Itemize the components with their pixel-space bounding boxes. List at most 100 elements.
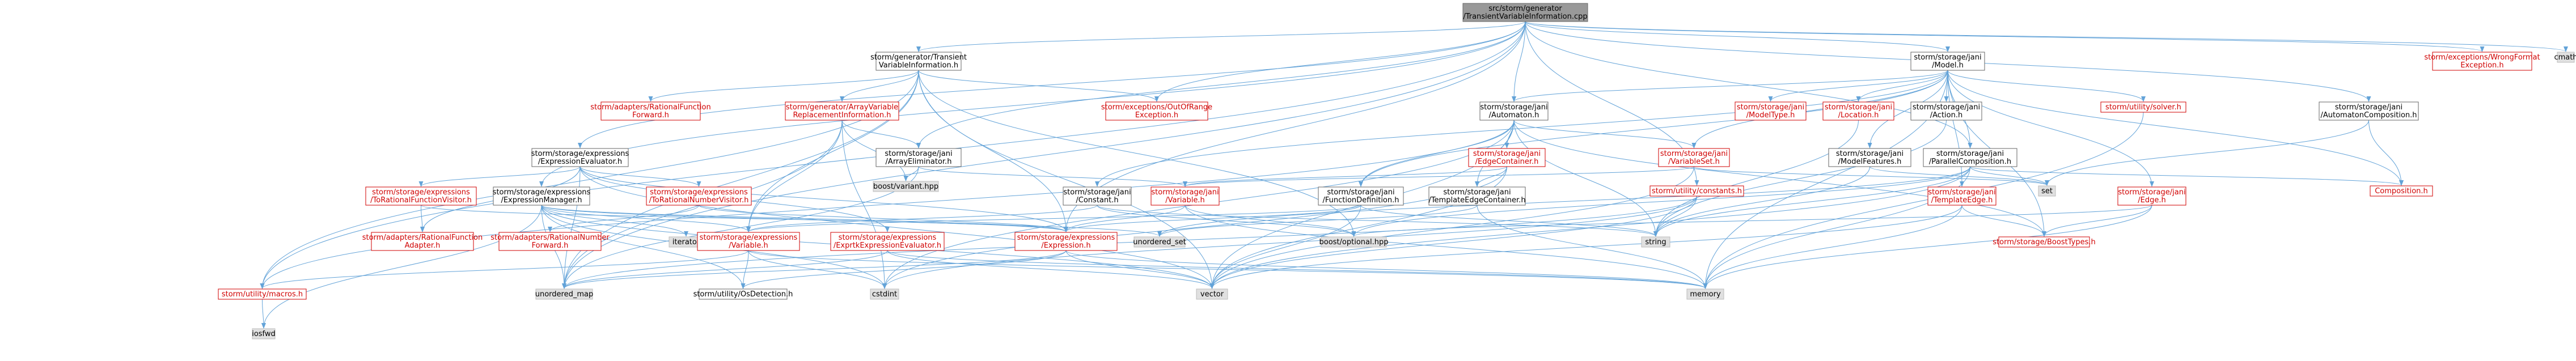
node-rfv[interactable]: storm/storage/expressions/ToRationalFunc… — [365, 186, 477, 206]
edge-func_def-to-string — [1360, 205, 1658, 237]
node-box — [1998, 236, 2090, 248]
node-exprtoeval[interactable]: storm/storage/expressions/ExprtkExpressi… — [830, 232, 945, 251]
node-label: Composition.h — [2375, 187, 2428, 196]
edge-jani_model-to-model_features — [1867, 70, 1948, 148]
node-label: /ExpressionEvaluator.h — [538, 158, 622, 166]
node-box — [498, 232, 602, 251]
node-label: storm/storage/jani — [1473, 150, 1541, 158]
node-template-edge-container[interactable]: storm/storage/jani/TemplateEdgeContainer… — [1428, 186, 1526, 206]
node-expression[interactable]: storm/storage/expressions/Expression.h — [1014, 232, 1118, 251]
node-box — [1468, 148, 1546, 167]
node-box — [1735, 101, 1807, 121]
edge-automaton_comp-to-set — [2045, 120, 2369, 186]
node-composition[interactable]: Composition.h — [2370, 185, 2433, 197]
node-root[interactable]: src/storm/generator/TransientVariableInf… — [1462, 3, 1588, 22]
edge-template_edge-to-memory — [1703, 205, 1962, 289]
edge-expression-to-unordered_map — [562, 250, 1067, 289]
node-constants[interactable]: storm/utility/constants.h — [1649, 185, 1744, 197]
node-label: /ToRationalNumberVisitor.h — [649, 196, 749, 205]
edge-exprtoeval-to-vector — [887, 250, 1215, 289]
edge-template_edge-to-boost_types — [1961, 205, 2046, 237]
node-boost-types[interactable]: storm/storage/BoostTypes.h — [1993, 236, 2096, 248]
node-box — [646, 186, 752, 206]
node-box — [830, 232, 945, 251]
node-avr-info[interactable]: storm/generator/ArrayVariableReplacement… — [785, 101, 899, 121]
edge-constants-to-string — [1653, 196, 1697, 237]
edge-jani_edge-to-boost_types — [2042, 205, 2152, 237]
node-iosfwd: iosfwd — [252, 328, 276, 339]
edge-jani_variable-to-boost_optional — [1185, 205, 1356, 237]
node-box — [1658, 148, 1730, 167]
node-jani-constant[interactable]: storm/storage/jani/Constant.h — [1063, 186, 1132, 206]
node-rnv[interactable]: storm/storage/expressions/ToRationalNumb… — [646, 186, 752, 206]
node-label: cstdint — [872, 290, 897, 299]
node-macros[interactable]: storm/utility/macros.h — [218, 288, 307, 300]
node-box — [2319, 101, 2419, 121]
node-model-features[interactable]: storm/storage/jani/ModelFeatures.h — [1828, 148, 1911, 167]
edge-automaton-to-macros — [260, 120, 1515, 289]
node-label: storm/storage/jani — [1936, 150, 2004, 158]
edge-expression-to-os_detection — [741, 250, 1067, 289]
node-box — [365, 186, 477, 206]
edge-jani_model-to-jani_constant — [1095, 70, 1948, 187]
node-box — [493, 186, 590, 206]
node-template-edge[interactable]: storm/storage/jani/TemplateEdge.h — [1927, 186, 1996, 206]
node-automaton-comp[interactable]: storm/storage/jani/AutomatonComposition.… — [2319, 101, 2419, 121]
edge-template_edge-to-vector — [1209, 205, 1962, 289]
edge-constants-to-vector — [1209, 196, 1697, 289]
node-expr-variable[interactable]: storm/storage/expressions/Variable.h — [697, 232, 800, 251]
edge-expr_manager-to-iterator — [541, 205, 688, 237]
edge-expression-to-vector — [1065, 250, 1215, 289]
edge-jani_model-to-automaton — [1512, 70, 1948, 102]
edge-parallel_comp-to-unordered_set — [1157, 166, 1970, 237]
node-array-elim[interactable]: storm/storage/jani/ArrayEliminator.h — [875, 148, 962, 167]
edge-jani_model-to-modeltype — [1768, 70, 1948, 102]
edge-avr_info-to-cstdint — [841, 120, 887, 289]
edge-expr_variable-to-macros — [260, 250, 749, 289]
node-box — [1133, 236, 1186, 248]
node-tvi-h[interactable]: storm/generator/TransientVariableInforma… — [870, 52, 967, 71]
node-expr-eval[interactable]: storm/storage/expressions/ExpressionEval… — [531, 148, 629, 167]
node-label: boost/variant.hpp — [873, 182, 938, 191]
node-action[interactable]: storm/storage/jani/Action.h — [1910, 101, 1982, 121]
node-label: /ArrayEliminator.h — [886, 158, 952, 166]
node-modeltype[interactable]: storm/storage/jani/ModelType.h — [1735, 101, 1807, 121]
node-box — [697, 232, 800, 251]
edge-model_features-to-set — [1869, 166, 2049, 186]
node-jani-model[interactable]: storm/storage/jani/Model.h — [1910, 52, 1985, 71]
node-label: Adapter.h — [405, 241, 441, 250]
node-box — [2038, 185, 2056, 197]
node-parallel-comp[interactable]: storm/storage/jani/ParallelComposition.h — [1923, 148, 2017, 167]
node-func-def[interactable]: storm/storage/jani/FunctionDefinition.h — [1318, 186, 1404, 206]
node-label: iosfwd — [252, 330, 276, 338]
edge-jani_edge-to-memory — [1703, 205, 2152, 289]
node-automaton[interactable]: storm/storage/jani/Automaton.h — [1479, 101, 1549, 121]
node-box — [870, 288, 899, 300]
edge-automaton-to-boost_types — [1513, 120, 2046, 237]
node-box — [1150, 186, 1220, 206]
node-location[interactable]: storm/storage/jani/Location.h — [1822, 101, 1894, 121]
node-solver[interactable]: storm/utility/solver.h — [2100, 101, 2186, 113]
node-box — [2557, 52, 2575, 63]
edge-tvi_h-to-expr_variable — [746, 70, 919, 232]
node-label: storm/storage/expressions — [531, 150, 629, 158]
node-label: /ExpressionManager.h — [501, 196, 582, 205]
node-label: storm/utility/OsDetection.h — [693, 290, 793, 299]
edge-tvi_h-to-adapters_rf_fwd — [648, 70, 919, 102]
node-label: storm/storage/jani — [2118, 188, 2185, 197]
node-label: iterator — [672, 238, 700, 247]
node-label: storm/storage/jani — [1913, 103, 1980, 112]
node-jani-variable[interactable]: storm/storage/jani/Variable.h — [1150, 186, 1220, 206]
node-label: /TemplateEdge.h — [1931, 196, 1993, 205]
node-expr-manager[interactable]: storm/storage/expressions/ExpressionMana… — [493, 186, 591, 206]
node-os-detection[interactable]: storm/utility/OsDetection.h — [693, 288, 793, 300]
node-jani-edge[interactable]: storm/storage/jani/Edge.h — [2117, 186, 2186, 206]
node-edge-container[interactable]: storm/storage/jani/EdgeContainer.h — [1468, 148, 1546, 167]
node-variable-set[interactable]: storm/storage/jani/VariableSet.h — [1658, 148, 1730, 167]
